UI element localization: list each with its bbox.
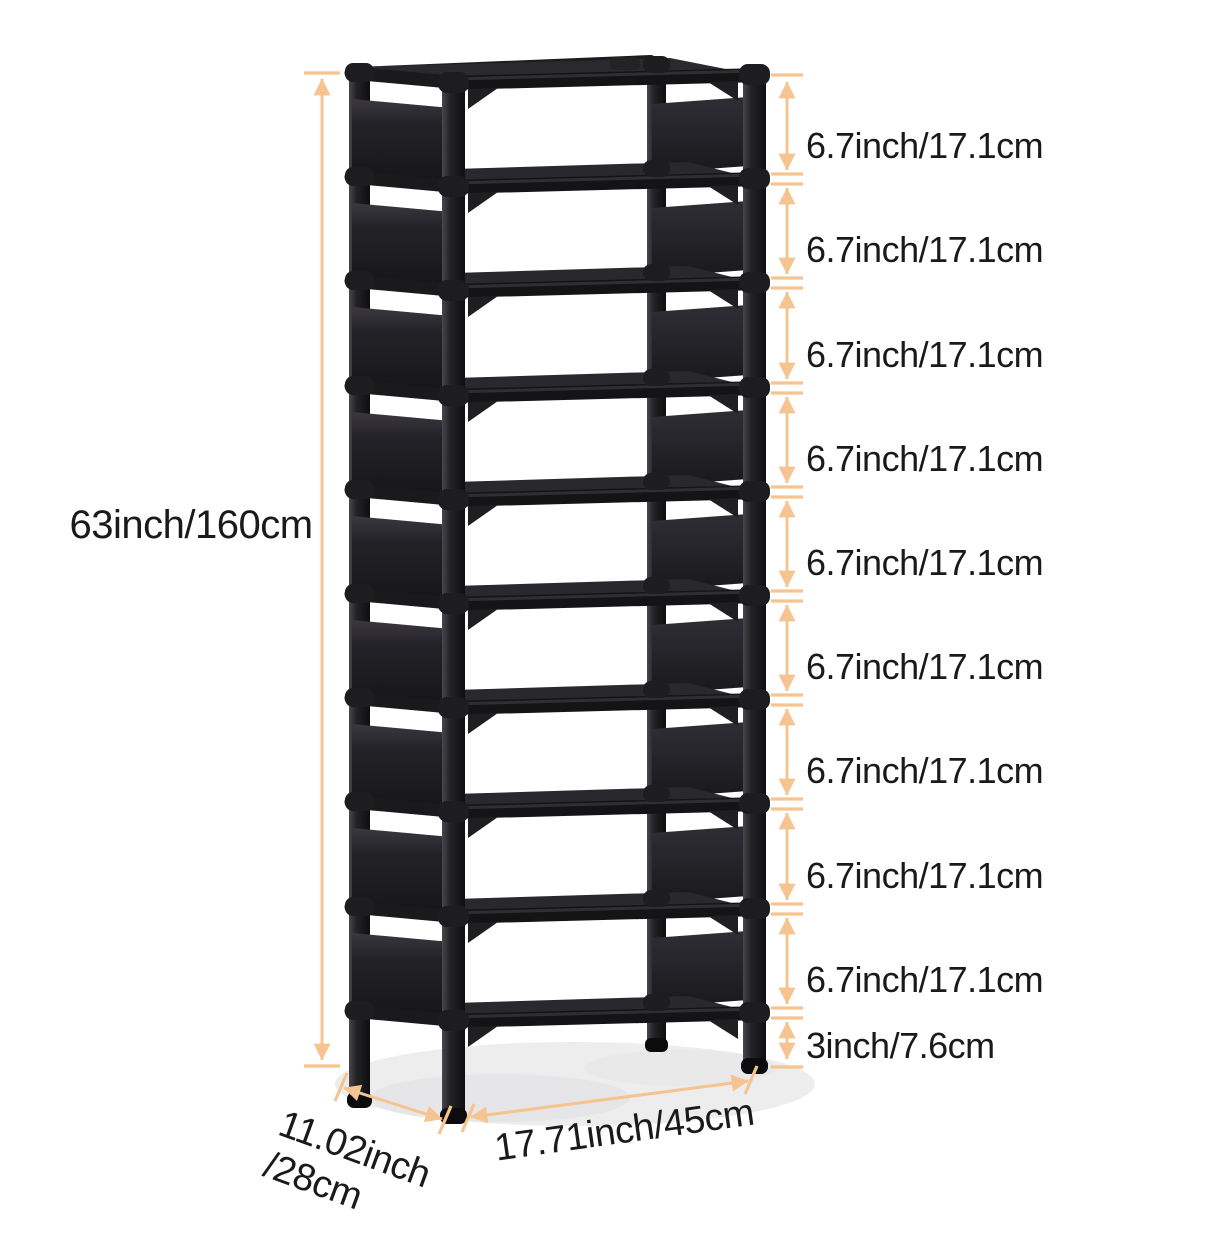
tier-height-label: 6.7inch/17.1cm: [806, 750, 1044, 791]
shoe-rack-graphic: [304, 55, 815, 1135]
tier-height-label: 6.7inch/17.1cm: [806, 229, 1044, 270]
tier-height-label: 6.7inch/17.1cm: [806, 438, 1044, 479]
tier-height-label: 6.7inch/17.1cm: [806, 646, 1044, 687]
dimension-arrows: [304, 71, 803, 1135]
tier-height-label: 6.7inch/17.1cm: [806, 125, 1044, 166]
dimension-diagram: 63inch/160cm 6.7inch/17.1cm 6.7inch/17.1c…: [69, 55, 1044, 1219]
tier-height-label: 6.7inch/17.1cm: [806, 542, 1044, 583]
tier-height-label: 6.7inch/17.1cm: [806, 959, 1044, 1000]
total-height-label: 63inch/160cm: [69, 503, 313, 547]
tier-height-label: 3inch/7.6cm: [806, 1025, 995, 1066]
rack-drawing: [335, 55, 815, 1126]
tier-height-label: 6.7inch/17.1cm: [806, 333, 1044, 375]
tier-height-label: 6.7inch/17.1cm: [806, 854, 1044, 896]
